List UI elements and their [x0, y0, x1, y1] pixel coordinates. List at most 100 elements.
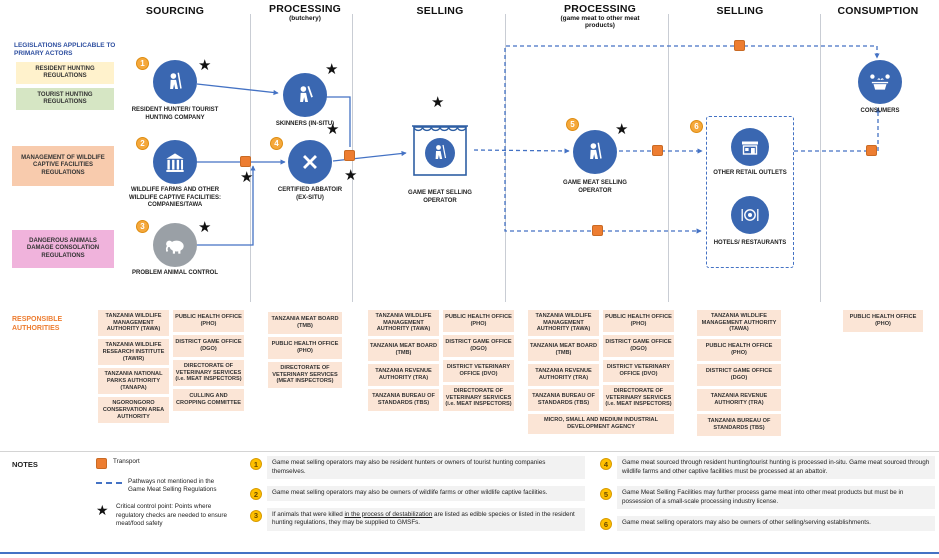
- critical-control-star: ★: [198, 57, 212, 74]
- note-text-underlined: in the process of destabilization: [344, 510, 433, 518]
- legend-critical-point: ★ Critical control point: Points where r…: [96, 503, 246, 528]
- gmso2-label: GAME MEAT SELLING OPERATOR: [563, 180, 627, 194]
- authority-box: DISTRICT VETERINARY OFFICE (DVO): [603, 360, 674, 382]
- authority-box: TANZANIA WILDLIFE RESEARCH INSTITUTE (TA…: [98, 339, 169, 366]
- hotels-node: [731, 196, 769, 234]
- note-text: If animals that were killed in the proce…: [267, 507, 585, 531]
- note-text: Game meat selling operators may also be …: [267, 486, 585, 501]
- legend-label: Transport: [113, 458, 140, 465]
- badge-2: 2: [136, 137, 149, 150]
- authorities-selling-2: TANZANIA WILDLIFE MANAGEMENT AUTHORITY (…: [697, 310, 781, 437]
- authority-box: PUBLIC HEALTH OFFICE (PHO): [173, 310, 244, 332]
- column-header-sourcing: SOURCING: [115, 5, 235, 17]
- shop-icon: [412, 125, 468, 176]
- problem-animal-label: PROBLEM ANIMAL CONTROL: [132, 270, 218, 276]
- authorities-consumption: PUBLIC HEALTH OFFICE (PHO): [843, 310, 923, 332]
- authority-box: PUBLIC HEALTH OFFICE (PHO): [603, 310, 674, 332]
- dashed-line-icon: [96, 482, 122, 484]
- authority-box: TANZANIA WILDLIFE MANAGEMENT AUTHORITY (…: [697, 310, 781, 337]
- legend-pathways: Pathways not mentioned in the Game Meat …: [96, 478, 246, 494]
- authority-box: PUBLIC HEALTH OFFICE (PHO): [443, 310, 514, 332]
- authority-box: TANZANIA NATIONAL PARKS AUTHORITY (TANAP…: [98, 368, 169, 395]
- gmso2-node: [573, 130, 617, 174]
- column-header-processing-products: PROCESSING (game meat to other meat prod…: [532, 3, 668, 30]
- column-header-selling-2: SELLING: [688, 5, 792, 17]
- badge-6: 6: [690, 120, 703, 133]
- note-number: 3: [250, 509, 262, 522]
- notes-separator: [0, 451, 939, 452]
- skinners-label: SKINNERS (IN-SITU): [275, 121, 335, 127]
- authority-box: TANZANIA BUREAU OF STANDARDS (TBS): [368, 389, 439, 412]
- note-number: 1: [250, 458, 262, 470]
- column-divider: [820, 14, 821, 302]
- notes-column-left: 1 Game meat selling operators may also b…: [250, 456, 585, 531]
- authorities-title: RESPONSIBLE AUTHORITIES: [12, 316, 63, 333]
- note-2: 2 Game meat selling operators may also b…: [250, 486, 585, 501]
- column-subtitle: (butchery): [289, 15, 321, 22]
- column-divider: [505, 14, 506, 302]
- note-3: 3 If animals that were killed in the pro…: [250, 507, 585, 531]
- column-header-processing-butchery: PROCESSING (butchery): [252, 3, 358, 22]
- authority-box: TANZANIA WILDLIFE MANAGEMENT AUTHORITY (…: [98, 310, 169, 337]
- authority-box: TANZANIA REVENUE AUTHORITY (TRA): [368, 364, 439, 387]
- transport-icon: [240, 156, 251, 167]
- resident-hunter-label: RESIDENT HUNTER/ TOURIST HUNTING COMPANY: [131, 107, 219, 121]
- consumers-node: [858, 60, 902, 104]
- problem-animal-node: [153, 223, 197, 267]
- authorities-processing-products: TANZANIA WILDLIFE MANAGEMENT AUTHORITY (…: [528, 310, 674, 434]
- note-5: 5 Game Meat Selling Facilities may furth…: [600, 486, 935, 509]
- abbatoir-label: CERTIFIED ABBATOIR (EX-SITU): [277, 187, 343, 201]
- note-text: Game meat selling operators may also be …: [267, 456, 585, 479]
- authority-box: DISTRICT GAME OFFICE (DGO): [173, 335, 244, 357]
- column-title: PROCESSING: [563, 3, 636, 15]
- authority-box: TANZANIA WILDLIFE MANAGEMENT AUTHORITY (…: [528, 310, 599, 337]
- authority-box: DIRECTORATE OF VETERINARY SERVICES (i.e.…: [443, 385, 514, 412]
- note-text-part: are listed as edible species or listed i…: [272, 510, 575, 527]
- note-4: 4 Game meat sourced through resident hun…: [600, 456, 935, 479]
- note-text-part: If animals that were killed: [272, 510, 345, 518]
- column-title: SELLING: [716, 5, 764, 17]
- critical-control-star: ★: [326, 121, 340, 138]
- wildlife-farms-node: [153, 140, 197, 184]
- transport-icon: [734, 40, 745, 51]
- bottom-border-line: [0, 552, 939, 554]
- critical-control-star: ★: [198, 219, 212, 236]
- gmso1-label: GAME MEAT SELLING OPERATOR: [408, 190, 472, 204]
- critical-control-star: ★: [325, 61, 339, 78]
- authority-box: PUBLIC HEALTH OFFICE (PHO): [268, 337, 342, 359]
- authority-box: DISTRICT GAME OFFICE (DGO): [443, 335, 514, 357]
- star-icon: ★: [96, 502, 109, 519]
- consumers-label: CONSUMERS: [860, 108, 900, 114]
- critical-control-star: ★: [240, 169, 254, 186]
- gmso1-node: [410, 114, 470, 185]
- notes-title: NOTES: [12, 460, 38, 469]
- knives-icon: [303, 155, 317, 169]
- authority-box: TANZANIA WILDLIFE MANAGEMENT AUTHORITY (…: [368, 310, 439, 337]
- elephant-icon: [165, 240, 184, 254]
- column-header-selling-1: SELLING: [388, 5, 492, 17]
- authority-box: PUBLIC HEALTH OFFICE (PHO): [697, 339, 781, 362]
- skinner-icon: [300, 86, 313, 103]
- cage-icon: [166, 153, 184, 172]
- column-title: PROCESSING: [268, 3, 341, 15]
- column-subtitle: (game meat to other meat products): [560, 15, 640, 30]
- legislation-captive-facilities: MANAGEMENT OF WILDLIFE CAPTIVE FACILITIE…: [12, 146, 114, 186]
- authority-box: TANZANIA REVENUE AUTHORITY (TRA): [697, 389, 781, 412]
- skinners-node: [283, 73, 327, 117]
- authorities-selling-1: TANZANIA WILDLIFE MANAGEMENT AUTHORITY (…: [368, 310, 514, 412]
- column-title: SELLING: [416, 5, 464, 17]
- storefront-icon: [742, 141, 758, 155]
- transport-icon: [96, 458, 107, 469]
- wildlife-farms-label: WILDLIFE FARMS AND OTHER WILDLIFE CAPTIV…: [129, 187, 221, 208]
- notes-legend: Transport Pathways not mentioned in the …: [96, 458, 246, 528]
- transport-icon: [592, 225, 603, 236]
- note-number: 2: [250, 488, 262, 500]
- consumers-icon: [870, 74, 890, 90]
- transport-icon: [652, 145, 663, 156]
- note-number: 4: [600, 458, 612, 470]
- legislations-title: LEGISLATIONS APPLICABLE TO PRIMARY ACTOR…: [14, 42, 116, 58]
- authority-box: PUBLIC HEALTH OFFICE (PHO): [843, 310, 923, 332]
- note-number: 6: [600, 518, 612, 530]
- note-number: 5: [600, 488, 612, 500]
